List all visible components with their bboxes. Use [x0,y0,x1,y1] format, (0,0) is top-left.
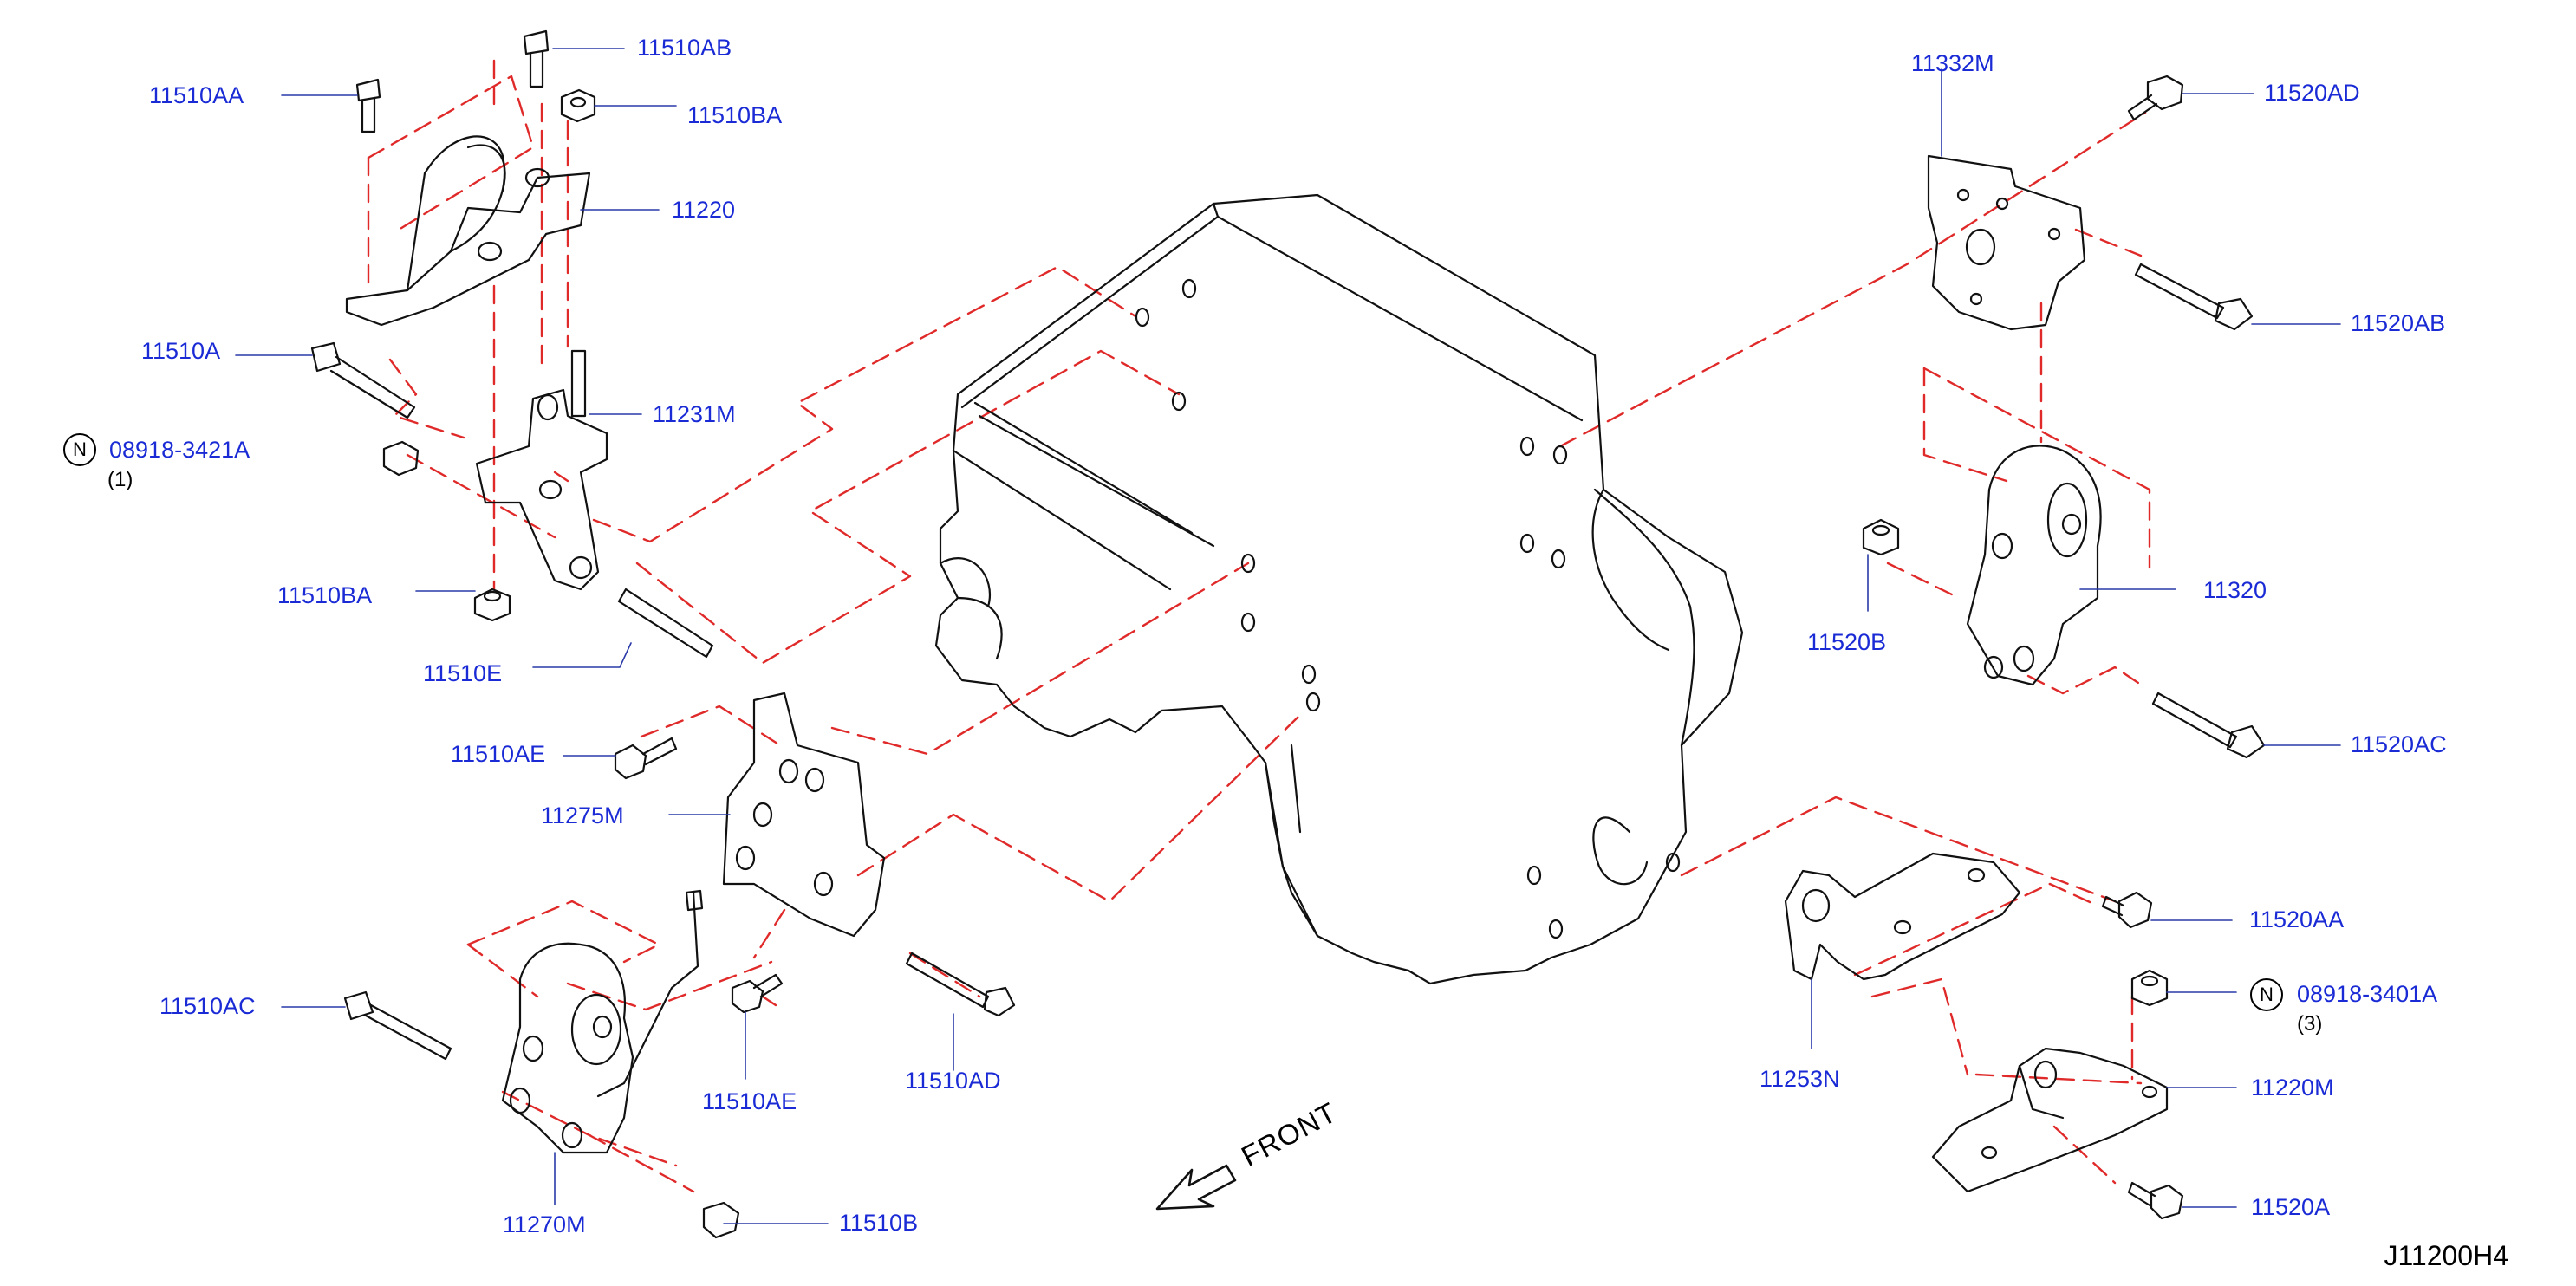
callout-11510AD[interactable]: 11510AD [905,1068,1001,1094]
bolt-11520AC-shape [2151,692,2266,759]
bolt-11510AB-shape [523,29,550,88]
callout-11510AE-bottom[interactable]: 11510AE [702,1088,797,1114]
callout-11510E[interactable]: 11510E [423,660,503,686]
callout-11520AA[interactable]: 11520AA [2249,906,2345,932]
callout-11510BA-top[interactable]: 11510BA [687,102,783,128]
callout-11510A[interactable]: 11510A [141,338,221,364]
bracket-11275M-shape [722,692,886,938]
leader-lines [235,48,2341,1224]
callout-08918-3421A[interactable]: 08918-3421A [109,437,250,463]
bolt-11520AA-shape [2101,891,2153,929]
callout-11510AC[interactable]: 11510AC [159,993,256,1019]
bolt-11520A-shape [2127,1181,2184,1220]
nut-11520B-shape [1862,518,1900,556]
callout-11253N[interactable]: 11253N [1760,1066,1840,1092]
callout-11520A[interactable]: 11520A [2251,1194,2331,1220]
left-mount-parts [310,29,1016,1239]
engine-block [934,193,1744,985]
nut-08918-3421A-shape [382,440,420,477]
right-mount-parts [1784,75,2266,1220]
note-n-symbol-3401A: N [2250,978,2283,1011]
bracket-11253N-shape [1784,852,2021,981]
callout-11220M[interactable]: 11220M [2251,1075,2334,1101]
mount-11320-shape [1966,445,2102,686]
front-direction-arrow [1155,1164,1237,1211]
bolt-11520AD-shape [2127,75,2184,121]
callout-11275M[interactable]: 11275M [541,802,624,828]
callout-11332M[interactable]: 11332M [1911,50,1994,76]
bracket-11332M-shape [1927,154,2086,331]
callout-11520AD[interactable]: 11520AD [2264,80,2360,106]
bolt-11510A-shape [310,341,416,419]
callout-11270M[interactable]: 11270M [503,1211,586,1237]
bolt-11510AC-shape [343,990,452,1061]
nut-11510BA-bottom-shape [473,588,511,622]
mount-11220-shape [345,135,591,327]
bolt-11510AD-shape [905,952,1016,1017]
alignment-dash-lines [367,59,2151,1193]
quantity-08918-3421A: (1) [107,468,133,491]
callout-11510AE-top[interactable]: 11510AE [451,741,546,767]
nut-08918-3401A-shape [2130,969,2169,1007]
callout-11520AC[interactable]: 11520AC [2351,731,2447,757]
callout-11510AB[interactable]: 11510AB [637,35,732,61]
mount-11220M-shape [1931,1047,2169,1193]
quantity-08918-3401A: (3) [2297,1012,2323,1036]
callout-11220[interactable]: 11220 [672,197,736,223]
callout-11320[interactable]: 11320 [2203,577,2267,603]
callout-11231M[interactable]: 11231M [653,401,736,427]
stud-11510E-shape [617,588,714,659]
bolt-11510AA-shape [355,78,381,133]
callout-11510AA[interactable]: 11510AA [149,82,244,108]
nut-11510BA-top-shape [560,88,596,123]
mount-11270M-shape [501,942,634,1154]
bolt-11510AE-bottom-shape [731,973,784,1014]
bolt-11520AB-shape [2134,263,2254,331]
callout-11520B[interactable]: 11520B [1807,629,1887,655]
bolt-11510B-shape [702,1201,740,1239]
note-n-symbol-3421A: N [63,433,96,466]
callout-11520AB[interactable]: 11520AB [2351,310,2446,336]
callout-11510B[interactable]: 11510B [839,1210,919,1236]
callout-08918-3401A[interactable]: 08918-3401A [2297,981,2438,1007]
bracket-11231M-shape [475,349,608,591]
callout-11510BA-bottom[interactable]: 11510BA [277,582,373,608]
sensor-harness-shape [596,889,704,1098]
diagram-reference-id: J11200H4 [2384,1240,2508,1271]
bolt-11510AE-top-shape [614,737,678,780]
